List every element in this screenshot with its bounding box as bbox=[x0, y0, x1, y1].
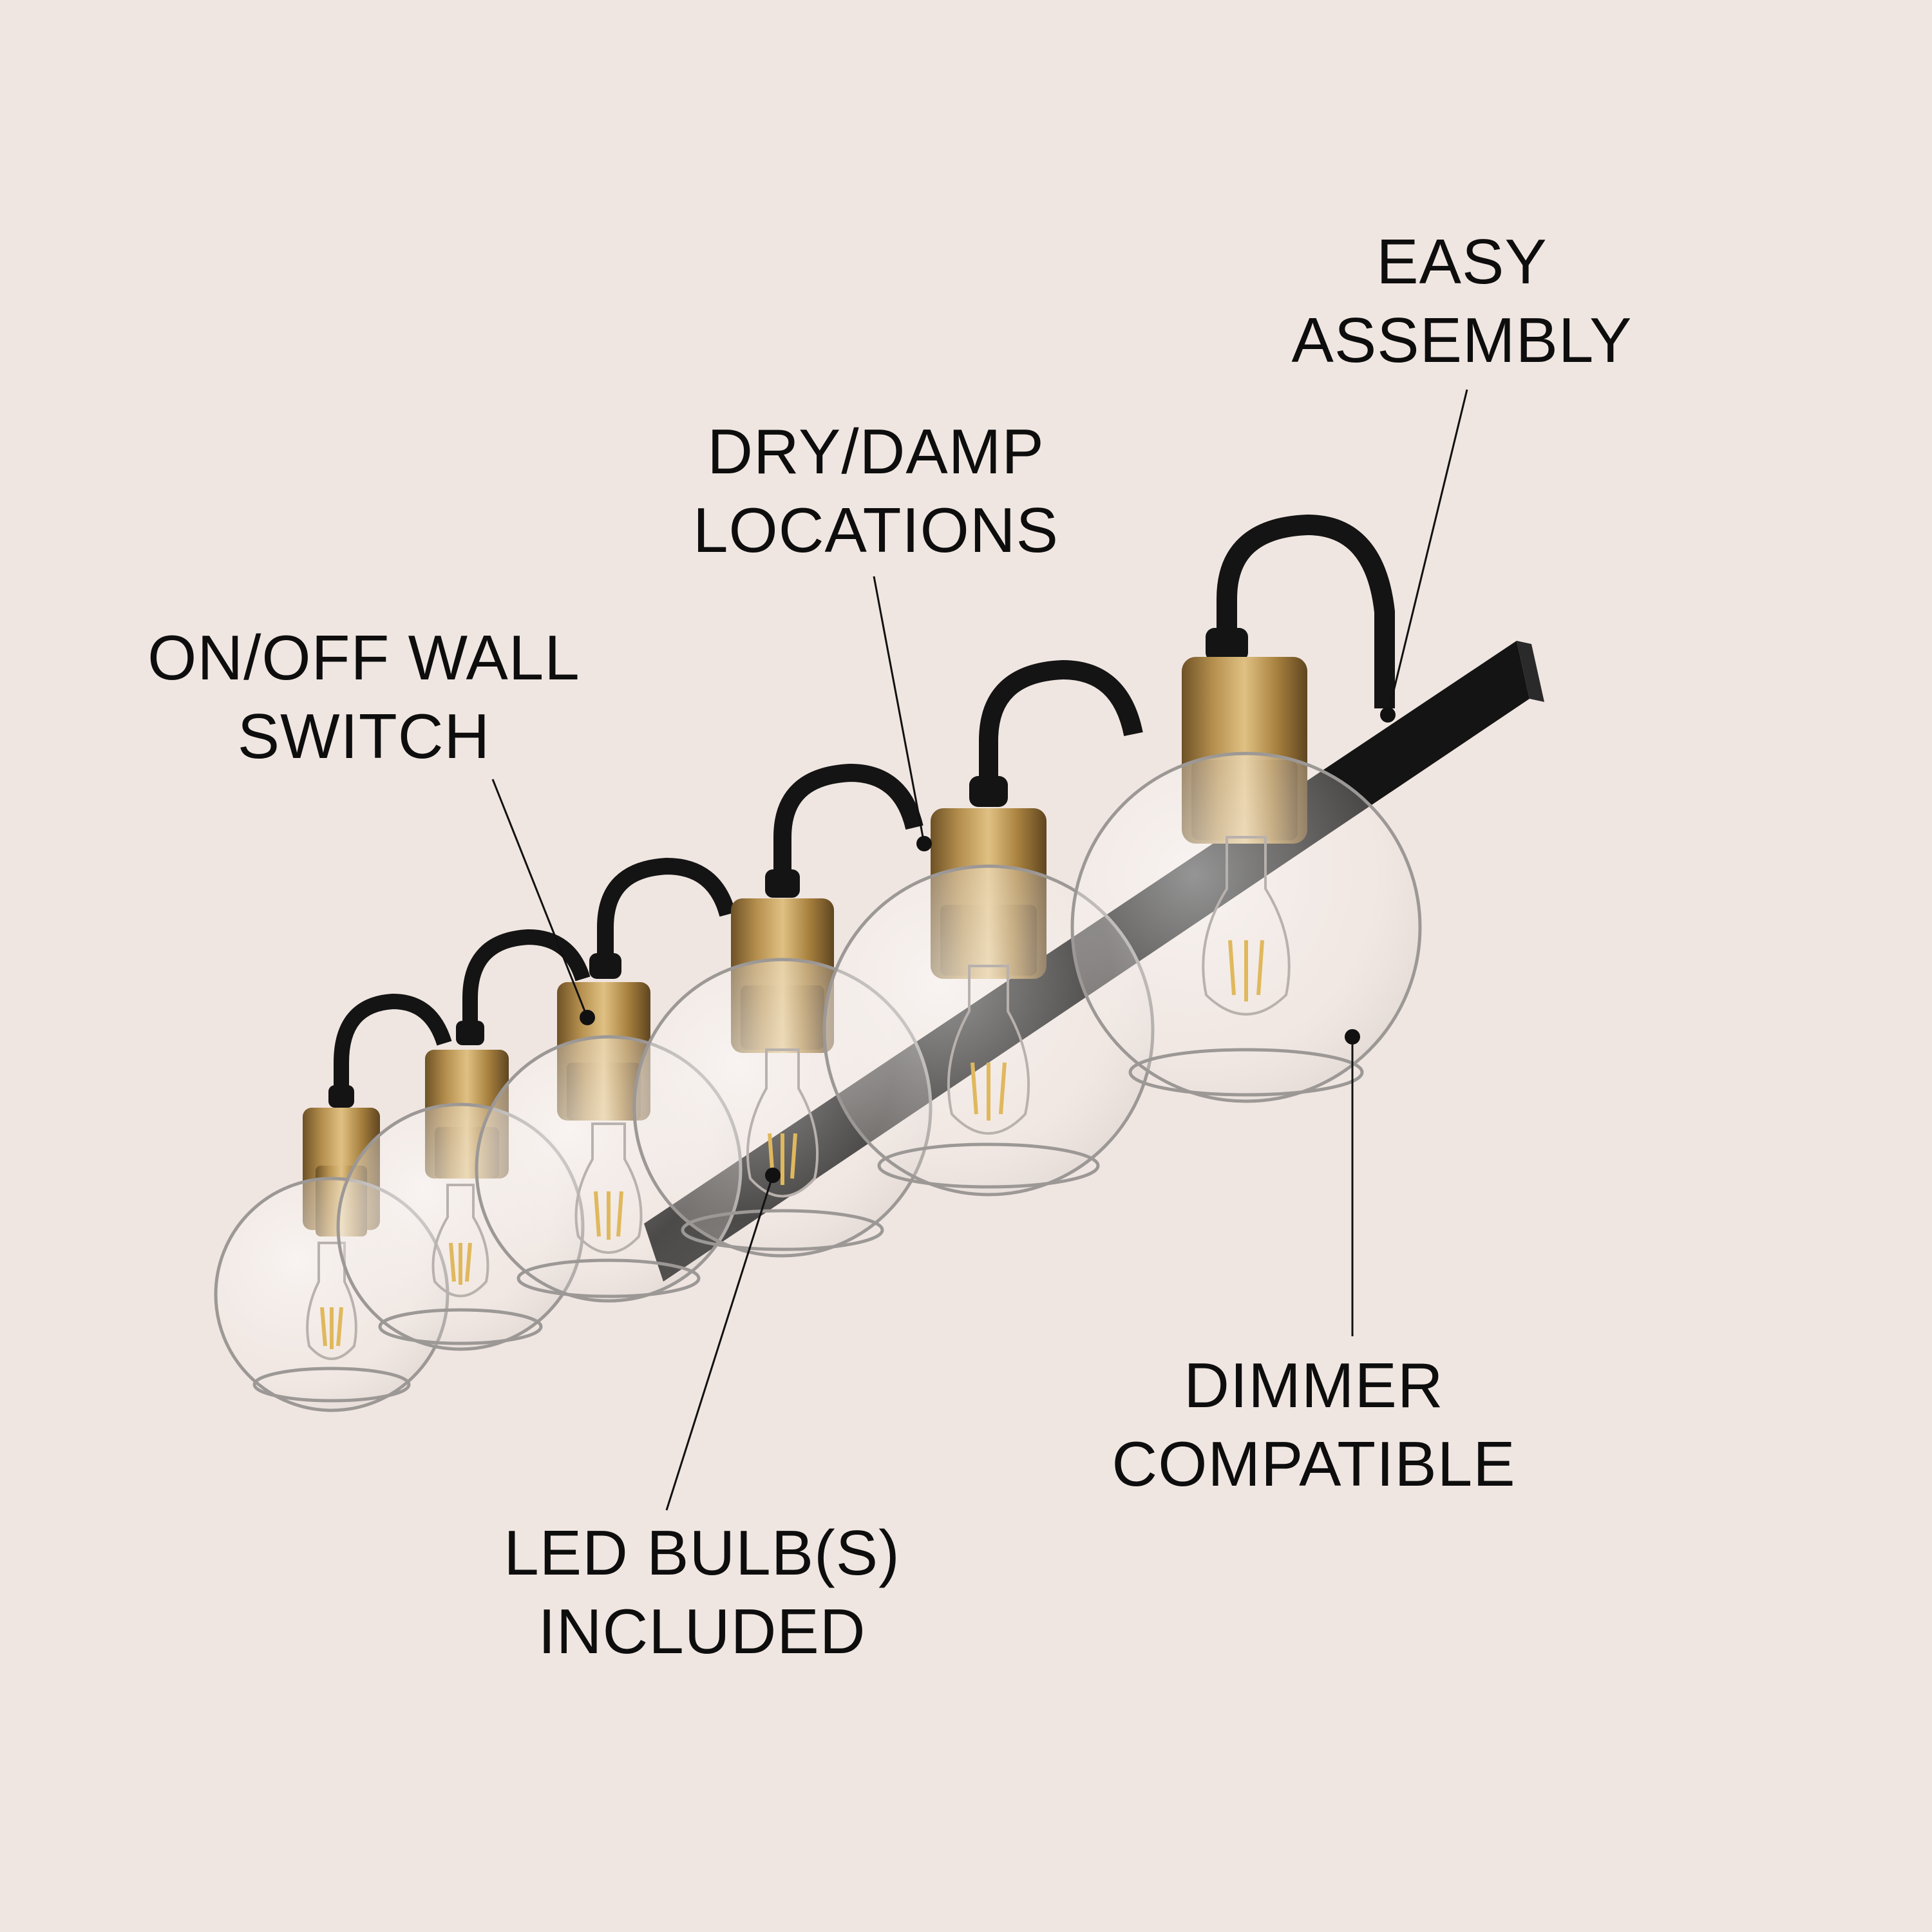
led-filament bbox=[1228, 940, 1264, 1001]
callout-line: DRY/DAMP bbox=[707, 416, 1045, 487]
socket-cap bbox=[765, 869, 800, 898]
leader-line-on-off bbox=[491, 779, 589, 1018]
light-fixture-5 bbox=[822, 659, 1155, 1197]
light-fixture-6 bbox=[1070, 514, 1422, 1103]
callout-line: SWITCH bbox=[237, 701, 491, 772]
leader-dot-dry-damp bbox=[916, 836, 932, 851]
glass-globe bbox=[1070, 752, 1422, 1103]
leader-line-easy-assembly bbox=[1387, 389, 1468, 715]
callout-dimmer-compatible: DIMMER COMPATIBLE bbox=[1030, 1346, 1597, 1503]
gooseneck-arm bbox=[462, 929, 591, 1030]
callout-led-bulbs-included: LED BULB(S) INCLUDED bbox=[419, 1513, 985, 1671]
callout-line: ASSEMBLY bbox=[1291, 305, 1633, 375]
globe-opening bbox=[516, 1258, 701, 1298]
led-filament bbox=[594, 1191, 623, 1240]
edison-bulb bbox=[306, 1242, 357, 1360]
globe-opening bbox=[681, 1209, 884, 1251]
leader-dot-led bbox=[765, 1168, 781, 1183]
led-filament bbox=[971, 1062, 1007, 1121]
gooseneck-arm bbox=[1217, 514, 1395, 708]
edison-bulb bbox=[574, 1122, 643, 1254]
callout-leaders bbox=[491, 389, 1468, 1511]
callout-line: LOCATIONS bbox=[692, 495, 1059, 565]
globe-opening bbox=[378, 1308, 543, 1345]
socket-cap bbox=[328, 1085, 354, 1108]
leader-dot-on-off bbox=[580, 1010, 595, 1025]
socket-cap bbox=[969, 776, 1008, 807]
edison-bulb bbox=[947, 965, 1030, 1135]
edison-bulb bbox=[1202, 836, 1291, 1016]
socket-cap bbox=[1206, 628, 1248, 661]
leader-dot-dimmer bbox=[1345, 1029, 1360, 1045]
gooseneck-arm bbox=[979, 659, 1143, 792]
callout-line: DIMMER bbox=[1184, 1350, 1444, 1421]
led-filament bbox=[449, 1242, 472, 1285]
gooseneck-arm bbox=[597, 857, 736, 966]
led-filament bbox=[320, 1307, 343, 1349]
backplate-bar-end bbox=[1517, 641, 1544, 702]
callout-line: COMPATIBLE bbox=[1112, 1428, 1516, 1499]
callout-line: EASY bbox=[1376, 226, 1548, 297]
globe-opening bbox=[877, 1142, 1100, 1189]
edison-bulb bbox=[431, 1184, 489, 1298]
callout-dry-damp-locations: DRY/DAMP LOCATIONS bbox=[618, 412, 1133, 569]
callout-on-off-wall-switch: ON/OFF WALL SWITCH bbox=[97, 618, 631, 775]
leader-line-dry-damp bbox=[873, 576, 925, 844]
globe-opening bbox=[252, 1367, 411, 1403]
globe-opening bbox=[1128, 1048, 1364, 1097]
gooseneck-arm bbox=[773, 763, 923, 882]
edison-bulb bbox=[746, 1048, 819, 1198]
callout-line: LED BULB(S) bbox=[504, 1517, 900, 1588]
callout-line: INCLUDED bbox=[538, 1596, 866, 1667]
gooseneck-arm bbox=[334, 993, 452, 1095]
callout-line: ON/OFF WALL bbox=[147, 622, 580, 693]
leader-dot-easy-assembly bbox=[1380, 707, 1396, 723]
leader-line-led bbox=[665, 1175, 774, 1511]
callout-easy-assembly: EASY ASSEMBLY bbox=[1198, 222, 1726, 379]
socket-cap bbox=[456, 1021, 484, 1045]
socket-cap bbox=[589, 953, 621, 979]
